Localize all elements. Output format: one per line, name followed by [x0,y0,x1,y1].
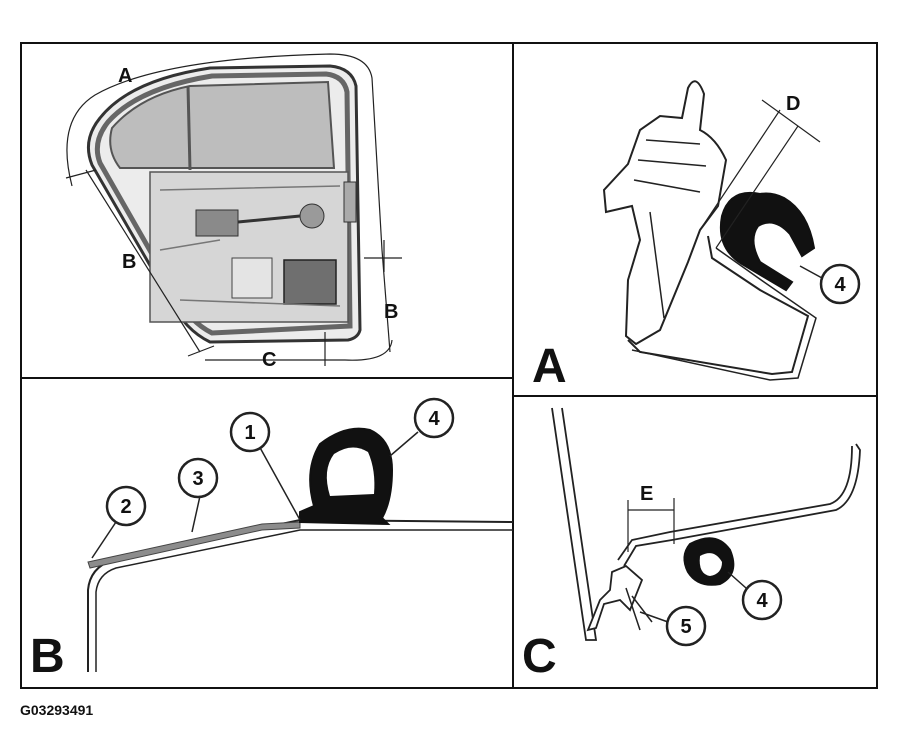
detail-c-retainer [586,564,644,632]
dim-label-b-left: B [122,251,136,273]
callout-label: 4 [428,408,440,430]
dim-label-e: E [640,483,653,505]
callout-label: 4 [756,590,768,612]
callout-circle [105,485,147,527]
callout-circle [741,579,783,621]
dim-line-b-right [381,249,391,353]
callout-label: 5 [680,616,691,638]
detail-a-panel: D 4 A [532,80,861,393]
callout-circle [819,263,861,305]
detail-b-panel: 1 2 3 4 B [30,397,514,683]
callout-label: 1 [244,422,255,444]
callout-label: 2 [120,496,131,518]
callout-circle [229,411,271,453]
door-overview-panel: A B B C [65,53,402,371]
panel-letter-c: C [522,630,557,683]
door-window-glass [109,80,336,169]
dim-label-b-right: B [384,301,398,323]
detail-c-body-panel [617,443,861,567]
dim-label-c: C [262,349,276,371]
detail-a-frame-profile [602,80,728,346]
panel-frame [20,42,878,689]
detail-c-panel: E 4 5 C [522,407,861,683]
dim-line-b-left [85,169,201,353]
callout-circle [413,397,455,439]
detail-b-gray-strip [87,521,301,569]
callout-label: 4 [834,274,846,296]
panel-letter-b: B [30,630,65,683]
dim-label-a: A [118,65,132,87]
dim-line-a [66,53,383,251]
figure-code: G03293491 [20,702,94,718]
panel-letter-a: A [532,340,567,393]
callout-circle [665,605,707,647]
detail-c-vertical-panel [551,407,598,641]
detail-a-seal [720,192,816,292]
detail-b-body-panel [87,518,514,672]
callout-label: 3 [192,468,203,490]
dim-label-d: D [786,93,800,115]
callout-circle [177,457,219,499]
